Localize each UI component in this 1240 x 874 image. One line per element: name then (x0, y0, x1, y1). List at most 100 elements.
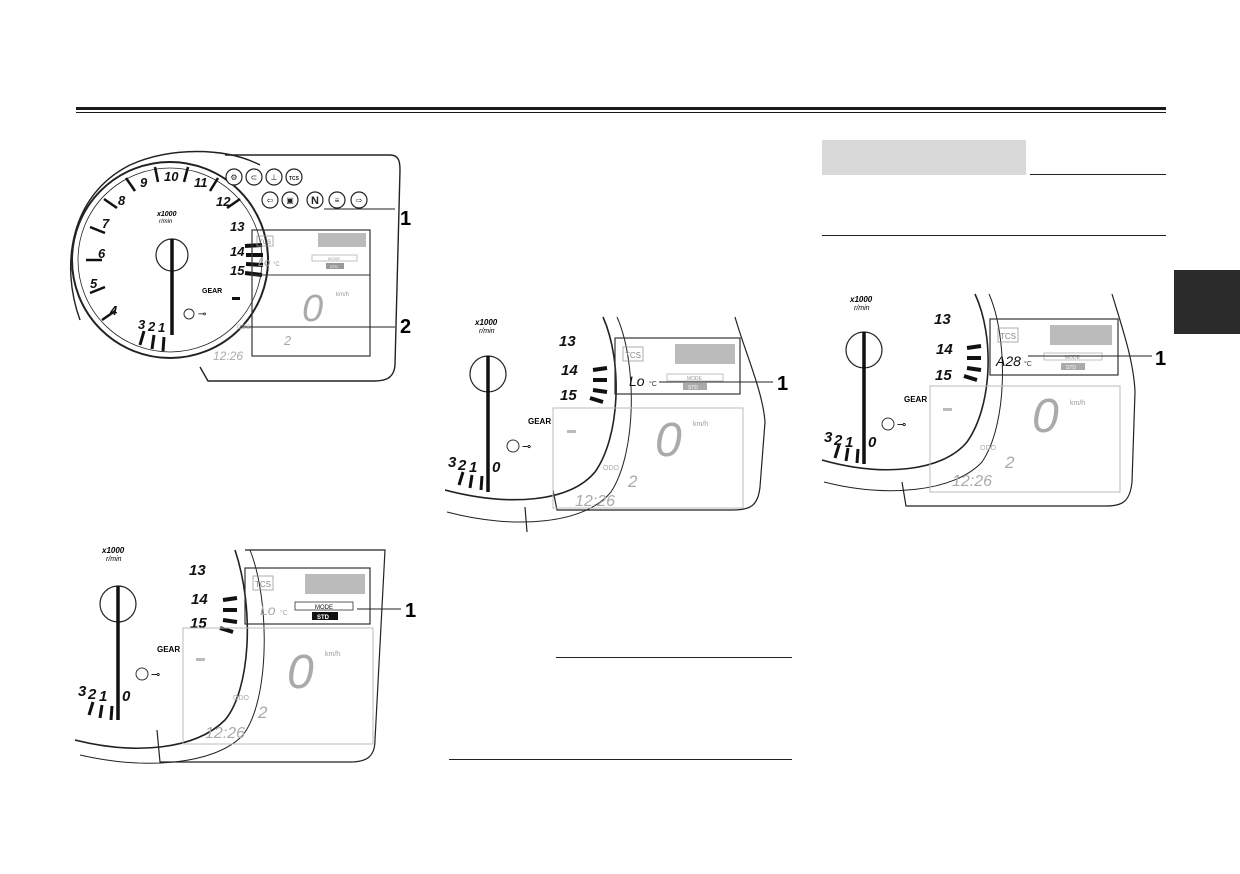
callout-2-fig1: 2 (400, 316, 411, 338)
mode-label: MODE (315, 605, 333, 611)
high-beam-icon (328, 191, 346, 209)
tcs-label: TCS (625, 351, 641, 360)
mode-value: STD (1066, 365, 1076, 371)
gear-indicator (232, 297, 240, 300)
tach-number-11: 11 (194, 175, 208, 190)
speed-unit: km/h (325, 651, 340, 658)
speed-value: 0 (1032, 390, 1059, 443)
gear-indicator (196, 658, 205, 661)
lcd-upper-panel (244, 567, 371, 625)
tach-number-3: 3 (824, 429, 833, 446)
tcs-label: TCS (1000, 332, 1016, 341)
fuel-level-icon (281, 191, 299, 209)
tach-number-2: 2 (147, 319, 156, 334)
svg-text:TCS: TCS (289, 176, 300, 182)
rpm-unit-top: x1000 (849, 295, 873, 304)
gear-label: GEAR (202, 288, 222, 295)
tach-number-13: 13 (934, 311, 951, 328)
tcs-level-bar (675, 344, 735, 364)
svg-text:⊂: ⊂ (251, 173, 258, 182)
odo-value: 2 (283, 333, 292, 348)
figure-3-temp-display: x1000 r/min 13 14 15 3 2 1 0 GEAR ⊸ TCS … (445, 316, 788, 533)
tcs-level-bar (1050, 325, 1112, 345)
speed-value: 0 (302, 288, 323, 330)
left-turn-icon (261, 191, 279, 209)
odo-value: 2 (1004, 453, 1015, 472)
rpm-unit-bottom: r/min (854, 305, 870, 312)
tach-number-0: 0 (868, 434, 877, 451)
tach-number-8: 8 (118, 193, 126, 208)
rpm-unit-top: x1000 (101, 546, 125, 555)
tach-number-14: 14 (561, 362, 578, 379)
tach-number-3: 3 (448, 454, 457, 471)
svg-text:⚙: ⚙ (230, 173, 237, 182)
tach-number-2: 2 (87, 686, 97, 703)
tach-number-13: 13 (189, 562, 206, 579)
lcd-lower-panel (552, 407, 744, 509)
callout-1-fig2: 1 (405, 600, 416, 622)
speed-unit: km/h (693, 421, 708, 428)
temp-value: Lo (260, 602, 276, 618)
callout-1-fig1: 1 (400, 208, 411, 230)
tach-number-1: 1 (845, 434, 853, 451)
svg-text:▣: ▣ (286, 196, 294, 205)
tach-number-0: 0 (122, 688, 131, 705)
right-turn-icon (350, 191, 368, 209)
tach-number-1: 1 (99, 688, 107, 705)
rpm-unit-top: x1000 (156, 211, 177, 218)
immobilizer-indicator (183, 308, 195, 320)
rpm-unit-bottom: r/min (159, 219, 173, 225)
section-divider-right (822, 235, 1166, 236)
tcs-level-bar (318, 233, 366, 247)
odo-value: 2 (627, 472, 638, 491)
tach-number-1: 1 (469, 459, 477, 476)
tach-number-5: 5 (90, 276, 98, 291)
oil-pressure-icon (245, 168, 263, 186)
mode-value: STD (317, 615, 330, 621)
svg-text:°C: °C (273, 262, 280, 268)
mode-label: MODE (687, 376, 703, 382)
clock: 12:26 (952, 473, 992, 490)
svg-text:°C: °C (649, 380, 657, 388)
figure-2-mode-display: x1000 r/min 13 14 15 3 2 1 0 GEAR ⊸ TCS … (75, 546, 416, 764)
callout-1-fig4: 1 (1155, 348, 1166, 370)
svg-text:⇦: ⇦ (267, 196, 274, 205)
neutral-letter: N (311, 195, 319, 207)
temp-value: Lo (258, 257, 270, 269)
tach-number-0: 0 (492, 459, 501, 476)
gear-indicator (567, 430, 576, 433)
tach-number-13: 13 (559, 333, 576, 350)
odo-label: ODO (603, 465, 620, 472)
odo-label: ODO (233, 695, 250, 702)
svg-text:⇨: ⇨ (356, 196, 363, 205)
mode-label: MODE (328, 256, 340, 261)
tach-number-10: 10 (164, 169, 179, 184)
chapter-tab (1174, 270, 1240, 334)
tach-number-15: 15 (190, 615, 207, 632)
speed-unit: km/h (1070, 400, 1085, 407)
tach-number-15: 15 (560, 387, 577, 404)
speed-value: 0 (287, 646, 314, 699)
temp-value: Lo (629, 373, 645, 389)
rpm-unit-bottom: r/min (479, 328, 495, 335)
tach-number-1: 1 (158, 320, 165, 335)
tach-number-12: 12 (216, 194, 231, 209)
header-rule-thin (76, 112, 1166, 113)
figure-4-warning-temp-display: x1000 r/min 13 14 15 3 2 1 0 GEAR ⊸ TCS … (822, 293, 1166, 507)
tach-number-3: 3 (78, 683, 87, 700)
key-icon: ⊸ (897, 419, 906, 431)
rpm-unit-bottom: r/min (106, 556, 122, 563)
tach-number-15: 15 (935, 367, 952, 384)
mode-value: STD (330, 264, 338, 269)
svg-text:≡: ≡ (335, 196, 340, 205)
mode-value: STD (688, 385, 698, 391)
figure-1-full-meter: 5 6 7 8 9 10 11 12 13 14 15 4 3 2 1 x100… (70, 150, 411, 382)
tach-number-7: 7 (102, 216, 110, 231)
clock: 12:26 (213, 349, 243, 363)
engine-warning-icon (225, 168, 243, 186)
gear-label: GEAR (904, 395, 927, 404)
tach-number-3: 3 (138, 317, 146, 332)
odo-value: 2 (257, 703, 268, 722)
svg-text:°C: °C (280, 609, 288, 617)
tach-number-14: 14 (936, 341, 953, 358)
